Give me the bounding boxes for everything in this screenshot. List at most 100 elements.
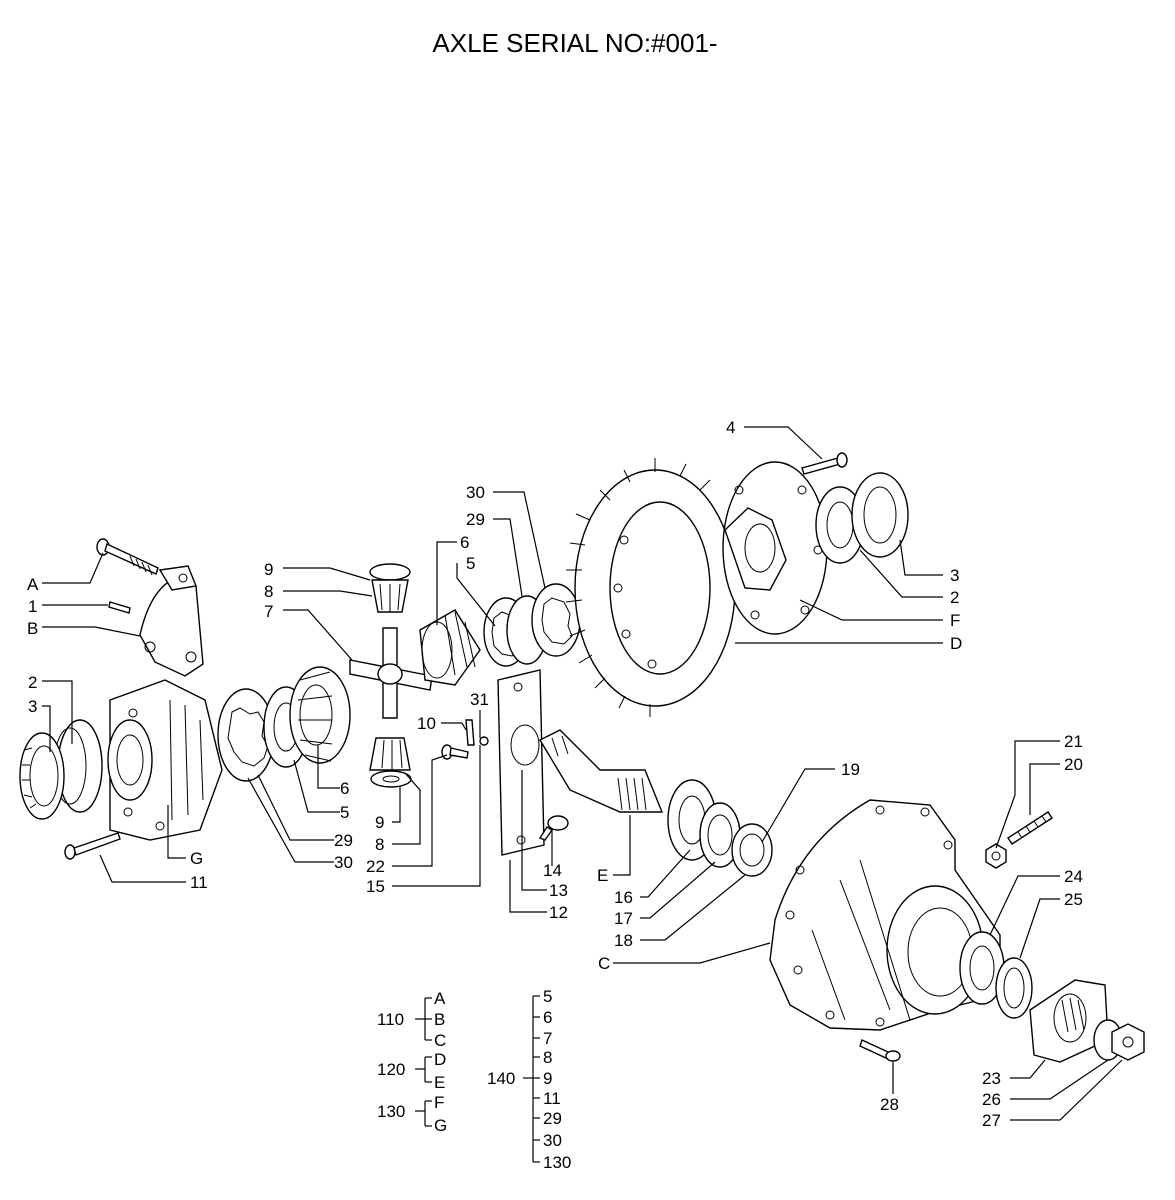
washer-31-icon — [479, 736, 489, 746]
callout-21: 21 — [1064, 732, 1083, 751]
callout-13: 13 — [549, 881, 568, 900]
kit-item: A — [434, 989, 446, 1008]
callout-26: 26 — [982, 1090, 1001, 1109]
case-half-f-icon — [722, 461, 828, 635]
bolt-a-icon — [96, 538, 159, 576]
stud-20-icon — [1007, 811, 1053, 845]
bearing-left-icon — [19, 719, 103, 820]
callout-31: 31 — [470, 690, 489, 709]
kit-item: 8 — [543, 1048, 552, 1067]
kit-table: 110 A B C 120 D E 130 F G 140 5 6 7 8 9 … — [377, 987, 571, 1172]
pinion-shaft-e-icon — [539, 729, 664, 813]
callout-3-left: 3 — [28, 697, 37, 716]
callout-1: 1 — [28, 597, 37, 616]
kit-number: 140 — [487, 1069, 515, 1088]
page-title: AXLE SERIAL NO:#001- — [432, 28, 717, 58]
kit-item: C — [434, 1031, 446, 1050]
bolt-22-icon — [441, 744, 469, 760]
callout-3-right: 3 — [950, 566, 959, 585]
kit-item: 11 — [543, 1089, 561, 1108]
kit-item: E — [434, 1073, 445, 1092]
kit-item: F — [434, 1093, 444, 1112]
callout-9-upper: 9 — [264, 560, 273, 579]
clutch-discs-upper-icon — [483, 583, 581, 667]
callout-17: 17 — [614, 909, 633, 928]
axle-housing-c-icon — [769, 799, 1001, 1031]
callout-g: G — [190, 849, 203, 868]
callout-20: 20 — [1064, 755, 1083, 774]
ring-gear-d-icon — [565, 458, 736, 717]
kit-item: 130 — [543, 1153, 571, 1172]
kit-item: G — [434, 1116, 447, 1135]
callout-5-lower: 5 — [340, 803, 349, 822]
callout-5-upper: 5 — [466, 554, 475, 573]
leader-lines — [42, 426, 1123, 1163]
callout-28: 28 — [880, 1095, 899, 1114]
kit-item: 6 — [543, 1008, 552, 1027]
bolt-11-icon — [64, 832, 121, 860]
callout-10: 10 — [417, 714, 436, 733]
kit-item: 30 — [543, 1131, 562, 1150]
kit-item: B — [434, 1010, 445, 1029]
callout-9-lower: 9 — [375, 813, 384, 832]
nut-27-icon — [1111, 1023, 1145, 1061]
callout-d: D — [950, 634, 962, 653]
bearing-24-icon — [959, 931, 1005, 1005]
callout-e: E — [597, 866, 608, 885]
callout-f: F — [950, 611, 960, 630]
callout-25: 25 — [1064, 890, 1083, 909]
callout-16: 16 — [614, 888, 633, 907]
kit-item: 29 — [543, 1109, 562, 1128]
callout-29-lower: 29 — [334, 831, 353, 850]
pin-icon — [108, 601, 131, 614]
kit-number: 110 — [377, 1010, 404, 1029]
callout-11: 11 — [190, 873, 208, 892]
callout-29-upper: 29 — [466, 510, 485, 529]
pinion-lower-icon — [369, 737, 412, 788]
kit-item: 9 — [543, 1069, 552, 1088]
callout-22: 22 — [366, 857, 385, 876]
kit-item: D — [434, 1050, 446, 1069]
callout-15: 15 — [366, 877, 385, 896]
callout-12: 12 — [549, 903, 568, 922]
shim-10-icon — [465, 719, 475, 746]
callout-7: 7 — [264, 602, 273, 621]
pinion-bearing-set-icon — [667, 779, 773, 877]
kit-item: 5 — [543, 987, 552, 1006]
callout-27: 27 — [982, 1111, 1001, 1130]
callout-2-left: 2 — [28, 673, 37, 692]
nut-21-icon — [985, 843, 1007, 869]
callout-8-lower: 8 — [375, 835, 384, 854]
callout-labels: A 1 B 2 3 9 8 7 6 5 29 30 4 3 2 F D 31 1… — [27, 418, 1083, 1130]
bearing-cap-b-icon — [139, 565, 204, 677]
callout-30-upper: 30 — [466, 483, 485, 502]
seal-25-icon — [995, 957, 1033, 1019]
callout-18: 18 — [614, 931, 633, 950]
callout-19: 19 — [841, 760, 860, 779]
bolt-28-icon — [859, 1039, 901, 1062]
callout-2-right: 2 — [950, 588, 959, 607]
callout-6-lower: 6 — [340, 779, 349, 798]
callout-4: 4 — [726, 418, 735, 437]
bearing-right-icon — [815, 472, 909, 564]
kit-item: 7 — [543, 1029, 552, 1048]
bolt-4-icon — [801, 452, 848, 475]
kit-number: 130 — [377, 1102, 405, 1121]
bracket-12-icon — [497, 669, 545, 856]
spider-cross-icon — [349, 627, 433, 719]
callout-c: C — [598, 954, 610, 973]
callout-6-upper: 6 — [460, 533, 469, 552]
pinion-upper-icon — [369, 563, 411, 613]
differential-case-g-icon — [107, 679, 223, 841]
callout-24: 24 — [1064, 867, 1083, 886]
callout-8-upper: 8 — [264, 582, 273, 601]
screw-14-icon — [538, 815, 569, 841]
callout-14: 14 — [543, 861, 562, 880]
side-gear-left-icon — [289, 666, 351, 764]
callout-a: A — [27, 575, 39, 594]
callout-30-lower: 30 — [334, 853, 353, 872]
callout-b: B — [27, 619, 38, 638]
side-gear-upper-icon — [419, 609, 481, 686]
callout-23: 23 — [982, 1069, 1001, 1088]
